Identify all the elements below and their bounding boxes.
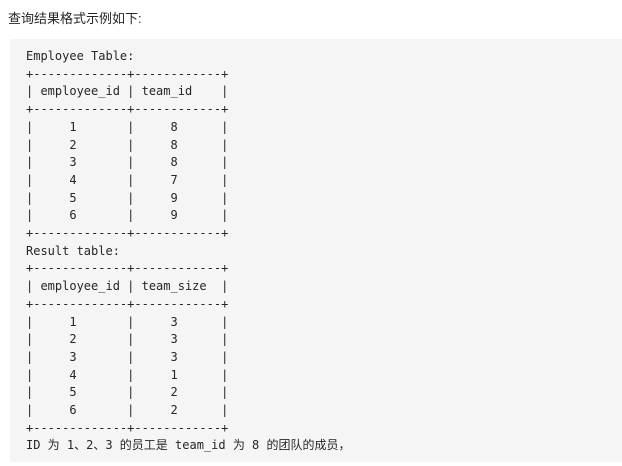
example-code-block: Employee Table: +-------------+---------… xyxy=(10,39,622,462)
intro-text: 查询结果格式示例如下: xyxy=(8,11,142,26)
ascii-tables-text: Employee Table: +-------------+---------… xyxy=(26,49,351,453)
